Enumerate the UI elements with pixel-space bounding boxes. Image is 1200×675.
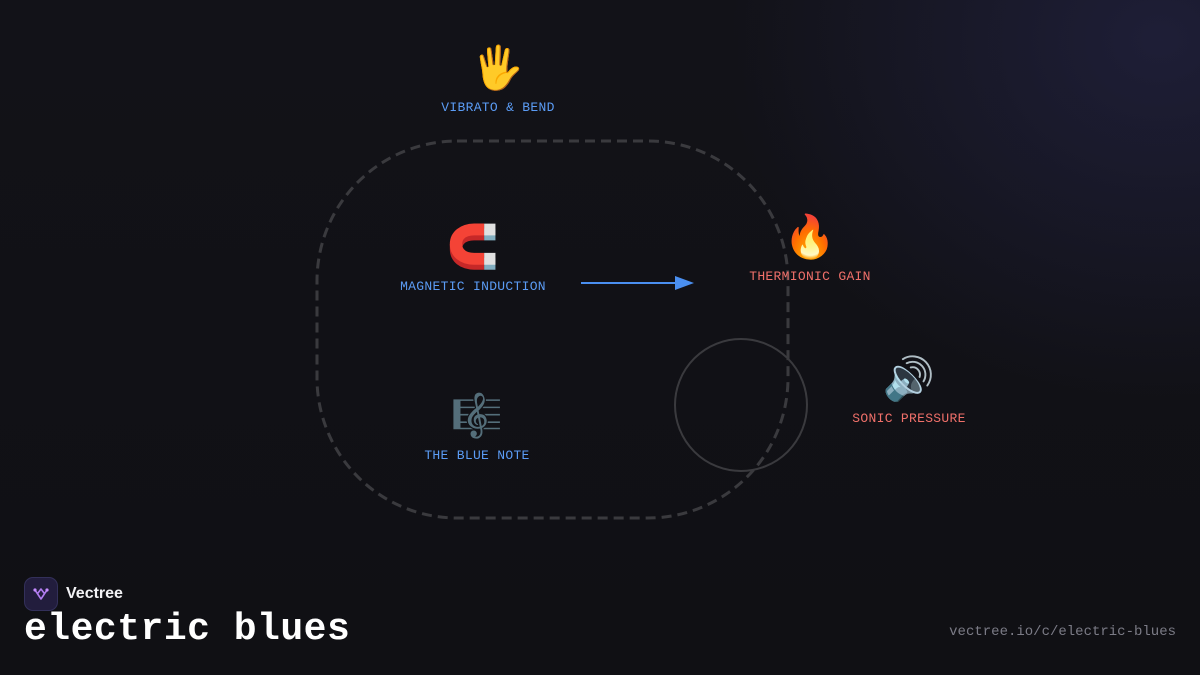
- node-label: THE BLUE NOTE: [424, 448, 530, 463]
- arrow-head: [675, 276, 694, 290]
- vectree-logo-icon: [24, 577, 58, 611]
- node-sonic-pressure: 🔊 SONIC PRESSURE: [852, 357, 965, 426]
- node-label: SONIC PRESSURE: [852, 411, 966, 426]
- node-vibrato-bend: 🖐️ VIBRATO & BEND: [441, 46, 554, 115]
- magnet-icon: 🧲: [446, 226, 500, 274]
- brand-name: Vectree: [66, 585, 123, 602]
- speaker-icon: 🔊: [882, 358, 936, 406]
- page-title: electric blues: [24, 608, 351, 651]
- node-label: MAGNETIC INDUCTION: [400, 279, 546, 294]
- musical-score-icon: 🎼: [450, 395, 504, 443]
- page-url[interactable]: vectree.io/c/electric-blues: [949, 624, 1176, 640]
- dashed-group-outline: [315, 139, 790, 520]
- group-circle-outline: [674, 338, 808, 472]
- node-blue-note: 🎼 THE BLUE NOTE: [424, 394, 529, 463]
- node-magnetic-induction: 🧲 MAGNETIC INDUCTION: [400, 225, 546, 294]
- fire-icon: 🔥: [783, 216, 837, 264]
- brand: Vectree: [24, 577, 123, 611]
- node-label: VIBRATO & BEND: [441, 100, 555, 115]
- hand-icon: 🖐️: [471, 47, 525, 95]
- node-thermionic-gain: 🔥 THERMIONIC GAIN: [749, 215, 871, 284]
- node-label: THERMIONIC GAIN: [749, 269, 871, 284]
